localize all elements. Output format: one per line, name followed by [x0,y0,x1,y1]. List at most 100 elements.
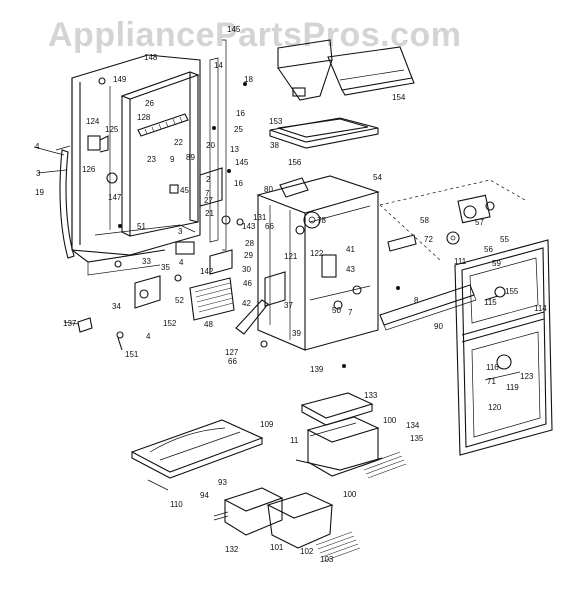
lower-bins [213,487,361,562]
crisper-set [295,392,407,479]
callout-147: 147 [108,193,122,202]
callout-126: 126 [82,165,96,174]
callout-128: 128 [137,113,151,122]
callout-59: 59 [492,259,501,268]
callout-7: 7 [348,308,353,317]
callout-137: 137 [63,319,77,328]
callout-45: 45 [180,186,189,195]
callout-18: 18 [244,75,253,84]
callout-11: 11 [290,436,299,445]
callout-102: 102 [300,547,314,556]
callout-30: 30 [242,265,251,274]
callout-54: 54 [373,173,382,182]
callout-135: 135 [410,434,424,443]
bracket-127 [235,299,269,335]
callout-22: 22 [174,138,183,147]
mullion-frame [120,39,227,251]
hinge-parts [63,317,124,351]
callout-111: 111 [454,257,467,266]
callout-4: 4 [179,258,184,267]
callout-72: 72 [424,235,433,244]
callout-134: 134 [406,421,420,430]
drip-tray-109 [130,419,264,479]
callout-55: 55 [500,235,509,244]
callout-110: 110 [170,500,183,509]
callout-120: 120 [488,403,502,412]
callout-33: 33 [142,257,151,266]
callout-101: 101 [270,543,284,552]
callout-66: 66 [228,357,237,366]
callout-23: 23 [147,155,156,164]
callout-71: 71 [487,377,496,386]
callout-48: 48 [204,320,213,329]
evaporator-housing-54 [256,175,380,351]
callout-43: 43 [346,265,355,274]
callout-57: 57 [475,218,484,227]
callout-103: 103 [320,555,334,564]
kick-plate-90 [379,284,477,331]
grille-48 [189,277,235,321]
callout-21: 21 [205,209,214,218]
callout-131: 131 [253,213,267,222]
callout-89: 89 [186,153,195,162]
callout-151: 151 [125,350,139,359]
callout-122: 122 [310,249,324,258]
callout-133: 133 [364,391,378,400]
callout-42: 42 [242,299,251,308]
callout-66: 66 [265,222,274,231]
callout-9: 9 [170,155,175,164]
callout-90: 90 [434,322,443,331]
callout-132: 132 [225,545,239,554]
callout-127: 127 [225,348,239,357]
callout-153: 153 [269,117,283,126]
callout-4: 4 [35,142,40,151]
callout-109: 109 [260,420,274,429]
callout-78: 78 [317,216,326,225]
left-small-parts [33,77,179,194]
callout-154: 154 [392,93,406,102]
callout-37: 37 [284,301,293,310]
callout-51: 51 [137,222,146,231]
callout-labels: 1491481451418162615412412512822251533843… [35,25,547,564]
callout-145: 145 [227,25,241,34]
callout-139: 139 [310,365,324,374]
tube-110 [147,479,169,491]
bracket-22 [137,113,189,137]
center-small-parts [114,167,244,309]
callout-119: 119 [506,383,519,392]
callout-143: 143 [242,222,256,231]
side-tube [59,149,75,259]
screws [118,82,400,368]
callout-155: 155 [505,287,519,296]
callout-114: 114 [534,304,547,313]
callout-58: 58 [420,216,429,225]
callout-28: 28 [245,239,254,248]
callout-34: 34 [112,302,121,311]
callout-14: 14 [214,61,223,70]
top-cover-154 [277,39,415,101]
callout-148: 148 [144,53,158,62]
callout-27: 27 [204,196,213,205]
callout-93: 93 [218,478,227,487]
callout-29: 29 [244,251,253,260]
callout-123: 123 [520,372,534,381]
callout-56: 56 [484,245,493,254]
callout-4: 4 [146,332,151,341]
callout-39: 39 [292,329,301,338]
callout-142: 142 [200,267,214,276]
callout-124: 124 [86,117,100,126]
callout-19: 19 [35,188,44,197]
callout-16: 16 [234,179,243,188]
callout-3: 3 [178,227,183,236]
callout-94: 94 [200,491,209,500]
callout-145: 145 [235,158,249,167]
callout-8: 8 [414,296,419,305]
callout-25: 25 [234,125,243,134]
callout-20: 20 [206,141,215,150]
callout-80: 80 [264,185,273,194]
callout-116: 116 [486,363,499,372]
callout-50: 50 [332,306,341,315]
callout-16: 16 [236,109,245,118]
